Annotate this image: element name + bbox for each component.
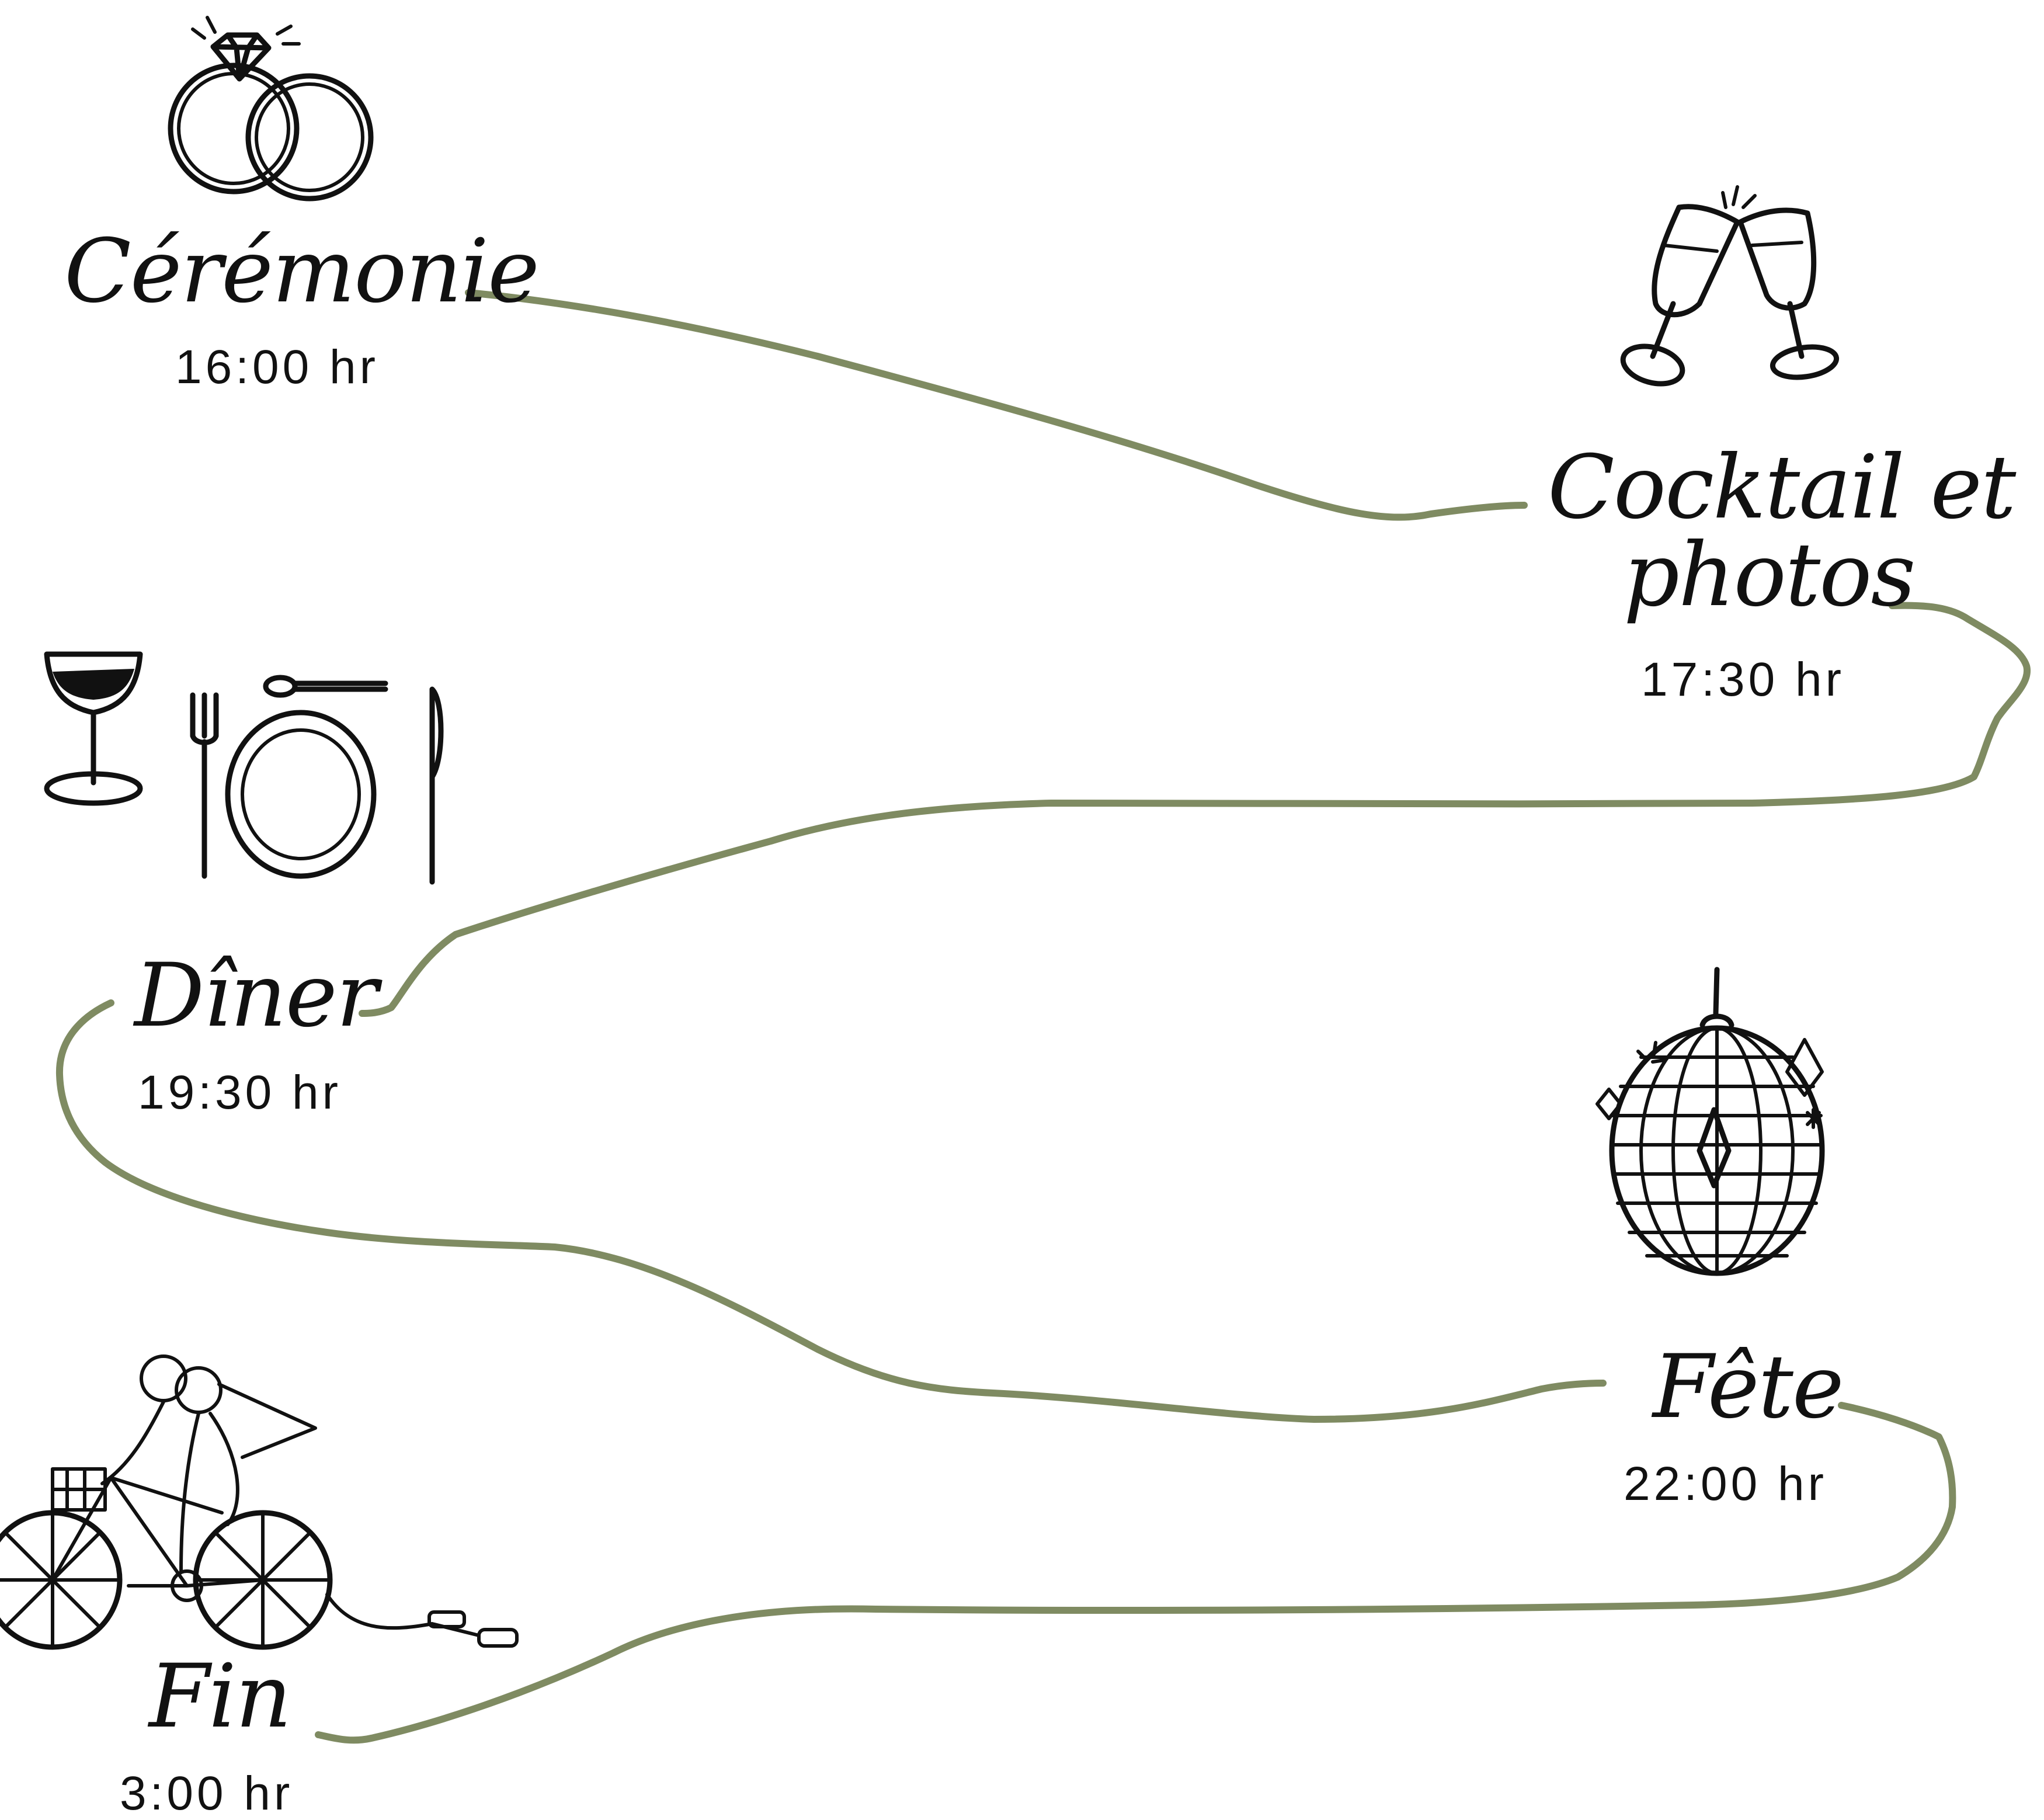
event-title-fete: Fête bbox=[1653, 1336, 1844, 1438]
event-title-ceremonie: Cérémonie bbox=[64, 221, 540, 322]
event-time-fete: 22:00 hr bbox=[1624, 1457, 1827, 1510]
event-title-diner: Dîner bbox=[134, 945, 378, 1047]
event-time-diner: 19:30 hr bbox=[138, 1066, 342, 1119]
event-title-cocktail-line1: Cocktail et bbox=[1548, 437, 2016, 539]
champagne-toast-icon bbox=[1620, 185, 1875, 432]
event-title-fin: Fin bbox=[149, 1646, 292, 1748]
event-time-cocktail: 17:30 hr bbox=[1641, 653, 1845, 706]
wedding-rings-icon bbox=[164, 12, 385, 210]
couple-bicycle-icon bbox=[0, 1326, 537, 1659]
event-title-cocktail-line2: photos bbox=[1624, 525, 1916, 626]
event-time-fin: 3:00 hr bbox=[120, 1767, 294, 1820]
disco-ball-icon bbox=[1577, 967, 1845, 1297]
table-setting-icon bbox=[35, 642, 456, 899]
event-time-ceremonie: 16:00 hr bbox=[175, 341, 379, 394]
